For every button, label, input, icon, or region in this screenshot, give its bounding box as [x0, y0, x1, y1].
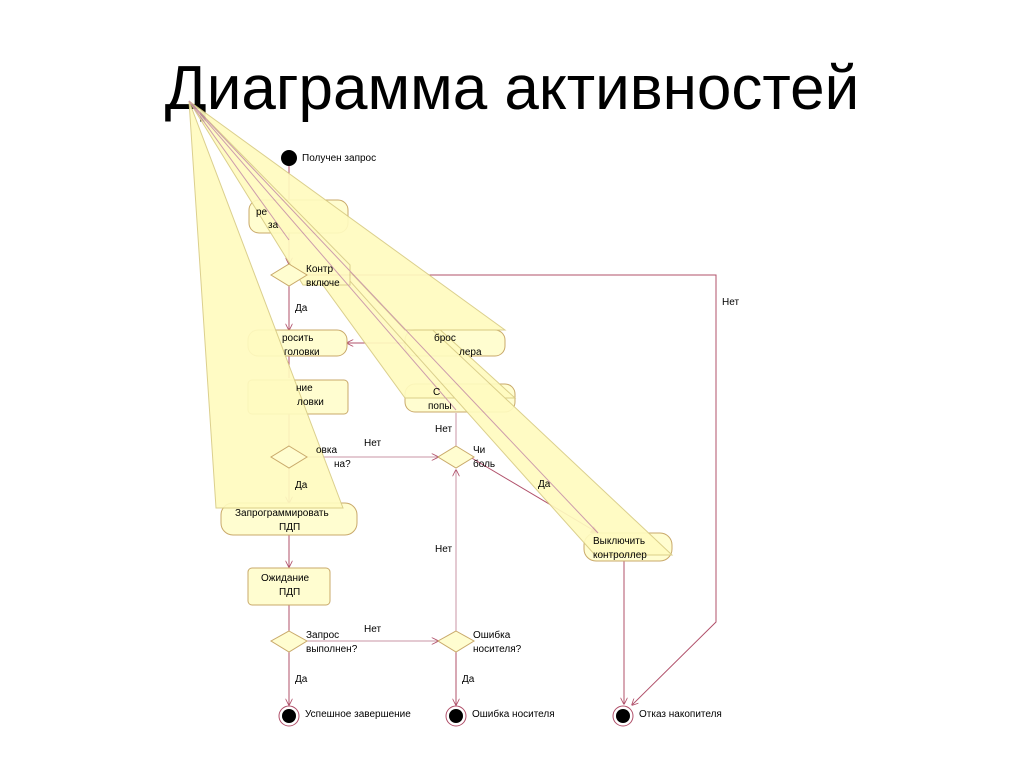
callout-line-3: [188, 100, 599, 534]
end-label-success: Успешное завершение: [305, 709, 411, 720]
edge-label-yes-reqdone: Да: [295, 674, 308, 685]
activity-program-line1: Запрограммировать: [235, 508, 329, 519]
edge-label-no-reqdone: Нет: [364, 624, 381, 635]
decision-media-err: [437, 630, 475, 653]
edge-label-yes-headset: Да: [295, 480, 308, 491]
decision-count: [437, 445, 475, 469]
edge-label-no-ctrl: Нет: [722, 297, 739, 308]
decision-headset-line1: овка: [316, 445, 337, 456]
terminal-nodes: [278, 150, 634, 727]
activity-wait-head-line1: ние: [296, 383, 313, 394]
activity-top-line2: за: [268, 220, 279, 231]
decision-nodes: [270, 263, 475, 653]
activity-retry-line2: попы: [428, 401, 452, 412]
labels: Получен запрос ре за Контр включе Да Нет…: [235, 153, 739, 720]
decision-count-line1: Чи: [473, 445, 485, 456]
decision-reqdone-line1: Запрос: [306, 630, 339, 641]
activity-top-line1: ре: [256, 207, 268, 218]
activity-wait-head-line2: ловки: [297, 397, 324, 408]
start-node: [281, 150, 297, 166]
activity-reset-line1: брос: [434, 332, 456, 344]
decision-mediaerr-line1: Ошибка: [473, 629, 511, 641]
decision-mediaerr-line2: носителя?: [473, 644, 522, 655]
flow-edges: [289, 166, 717, 705]
edge-label-yes-count: Да: [538, 479, 551, 490]
edge-label-yes-mediaerr: Да: [462, 674, 475, 685]
edge-label-no-media: Нет: [435, 544, 452, 555]
slide-title: Диаграмма активностей: [164, 54, 860, 123]
activity-off-line1: Выключить: [593, 536, 645, 547]
edge-label-yes-1: Да: [295, 303, 308, 314]
decision-ctrl-line1: Контр: [306, 264, 333, 275]
activity-program-line2: ПДП: [279, 522, 300, 533]
decision-ctrl-on: [270, 263, 308, 287]
end-node-success: [282, 709, 296, 723]
end-label-fail: Отказ накопителя: [639, 709, 722, 720]
decision-req-done: [270, 630, 308, 653]
decision-count-line2: боль: [473, 458, 495, 470]
callout-wedge-1: [188, 100, 344, 509]
callout-overlays: [188, 100, 674, 556]
activity-wait-dma: [247, 567, 331, 606]
activity-off-line2: контроллер: [593, 550, 647, 561]
callout-line-1: [188, 100, 290, 241]
activity-ask-line1: росить: [282, 333, 314, 344]
start-label: Получен запрос: [302, 153, 376, 164]
decision-headset-line2: на?: [334, 459, 351, 470]
activity-reset-line2: лера: [459, 347, 482, 358]
end-node-fail: [616, 709, 630, 723]
callout-line-2: [188, 100, 457, 411]
decision-head-set: [270, 445, 308, 469]
decision-ctrl-line2: включе: [306, 278, 340, 289]
edge-label-no-count: Нет: [435, 424, 452, 435]
activity-retry-line1: С: [433, 387, 440, 398]
end-node-media: [449, 709, 463, 723]
edge-ctrl-no: [307, 274, 717, 705]
activity-ask-line2: головки: [284, 347, 320, 358]
edge-label-no-headset: Нет: [364, 438, 381, 449]
activity-waitdma-line1: Ожидание: [261, 573, 310, 584]
activity-waitdma-line2: ПДП: [279, 587, 300, 598]
end-label-media: Ошибка носителя: [472, 708, 555, 720]
decision-reqdone-line2: выполнен?: [306, 644, 358, 655]
